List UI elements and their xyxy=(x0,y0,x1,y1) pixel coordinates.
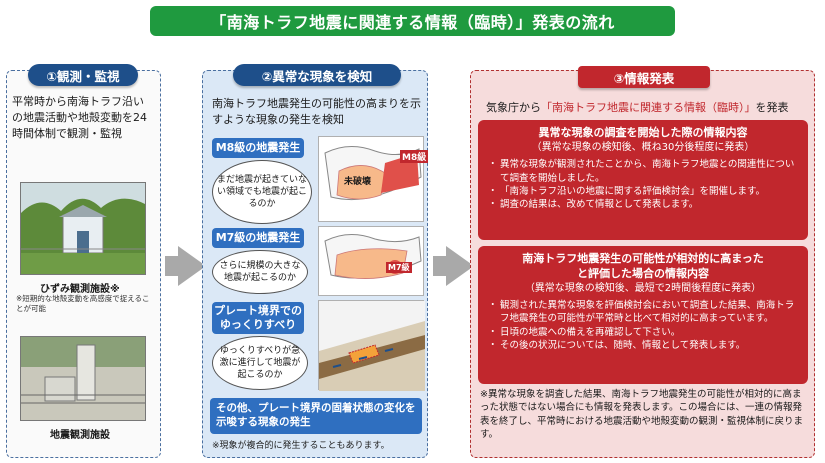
step2-heading: ②異常な現象を検知 xyxy=(233,64,401,86)
box1-item: 異常な現象が観測されたことから、南海トラフ地震との関連性について調査を開始しまし… xyxy=(488,158,798,185)
intro-suffix: を発表 xyxy=(755,101,789,114)
other-phenomena-box: その他、プレート境界の固着状態の変化を示唆する現象の発生 xyxy=(210,398,422,434)
box1-title: 異常な現象の調査を開始した際の情報内容 xyxy=(538,126,748,139)
page-title: 「南海トラフ地震に関連する情報（臨時）」発表の流れ xyxy=(150,6,675,36)
case-m8-map xyxy=(318,136,424,222)
map-label-m8: M8級 xyxy=(400,150,429,163)
survey-start-box: 異常な現象の調査を開始した際の情報内容 （異常な現象の検知後、概ね30分後程度に… xyxy=(478,120,808,240)
step1-description: 平常時から南海トラフ沿いの地震活動や地殻変動を24時間体制で観測・監視 xyxy=(12,95,147,140)
box1-item: 調査の結果は、改めて情報として発表します。 xyxy=(488,198,798,212)
case-m8-bubble: まだ地震が起きていない領域でも地震が起こるのか xyxy=(212,160,312,224)
box2-list: 観測された異常な現象を評価検討会において調査した結果、南海トラフ地震発生の可能性… xyxy=(478,295,808,352)
seismic-observation-photo xyxy=(20,336,146,421)
step3-heading: ③情報発表 xyxy=(578,66,710,88)
step3-note: ※異常な現象を調査した結果、南海トラフ地震発生の可能性が相対的に高まった状態では… xyxy=(480,389,804,440)
strain-facility-note: ※短期的な地殻変動を高感度で捉えることが可能 xyxy=(16,294,150,313)
box1-item: 「南海トラフ沿いの地震に関する評価検討会」を開催します。 xyxy=(488,185,798,199)
case-m8-tag: M8級の地震発生 xyxy=(212,138,304,158)
case-slow-slip-diagram xyxy=(318,300,425,391)
box2-title-line1: 南海トラフ地震発生の可能性が相対的に高まった xyxy=(522,252,764,265)
step2-description: 南海トラフ地震発生の可能性の高まりを示すような現象の発生を検知 xyxy=(212,97,421,126)
box1-subtitle: （異常な現象の検知後、概ね30分後程度に発表） xyxy=(531,141,755,153)
box2-title-line2: と評価した場合の情報内容 xyxy=(577,266,709,280)
step2-note: ※現象が複合的に発生することもあります。 xyxy=(212,441,390,451)
case-m7-tag: M7級の地震発生 xyxy=(212,228,304,248)
case-slow-slip-tag: プレート境界でのゆっくりすべり xyxy=(212,302,304,334)
flow-arrow-1-body xyxy=(165,256,179,276)
intro-highlight: 「南海トラフ地震に関連する情報（臨時）」 xyxy=(541,101,756,114)
box2-subtitle: （異常な現象の検知後、最短で2時間後程度に発表） xyxy=(524,282,762,294)
map-label-unbroken: 未破壊 xyxy=(344,177,372,187)
strain-observation-photo xyxy=(20,182,146,275)
box2-item: その後の状況については、随時、情報として発表します。 xyxy=(488,339,798,353)
case-slow-slip-bubble: ゆっくりすべりが急激に進行して地震が起こるのか xyxy=(212,336,308,390)
step3-intro: 気象庁から「南海トラフ地震に関連する情報（臨時）」を発表 xyxy=(486,99,789,115)
higher-probability-box: 南海トラフ地震発生の可能性が相対的に高まった と評価した場合の情報内容 （異常な… xyxy=(478,246,808,384)
seismic-facility-caption: 地震観測施設 xyxy=(50,430,110,441)
box1-list: 異常な現象が観測されたことから、南海トラフ地震との関連性について調査を開始しまし… xyxy=(478,154,808,211)
box2-item: 観測された異常な現象を評価検討会において調査した結果、南海トラフ地震発生の可能性… xyxy=(488,299,798,326)
flow-arrow-2-icon xyxy=(446,246,474,286)
case-m7-map xyxy=(318,226,424,296)
flow-arrow-1-icon xyxy=(178,246,206,286)
flow-arrow-2-body xyxy=(433,256,447,276)
case-m7-bubble: さらに規模の大きな地震が起こるのか xyxy=(212,250,308,294)
strain-facility-caption: ひずみ観測施設※ xyxy=(40,284,120,295)
map-label-m7: M7級 xyxy=(386,262,412,273)
step1-heading: ①観測・監視 xyxy=(28,64,138,86)
intro-prefix: 気象庁から xyxy=(486,101,541,114)
box2-item: 日頃の地震への備えを再確認して下さい。 xyxy=(488,326,798,340)
